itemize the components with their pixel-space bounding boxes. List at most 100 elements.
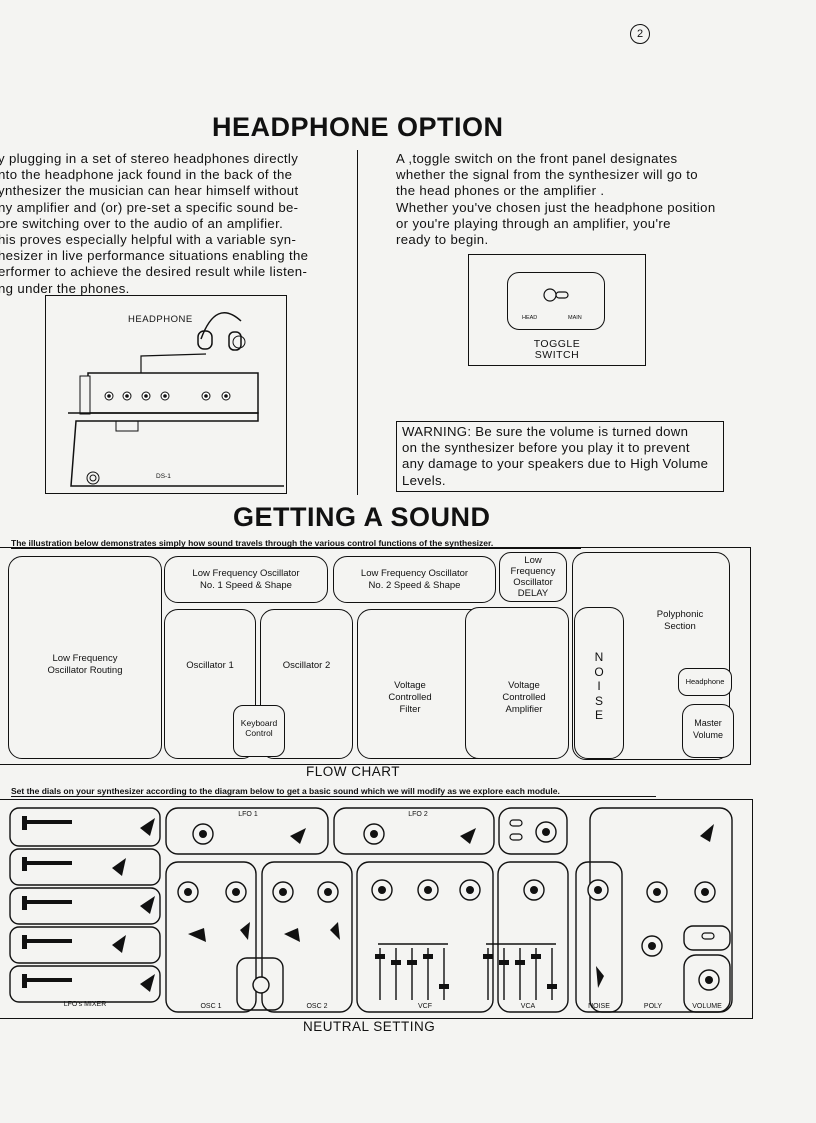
neutral-setting-title: NEUTRAL SETTING bbox=[303, 1019, 436, 1034]
oscillator-2-label: Oscillator 2 bbox=[282, 660, 331, 671]
noise-label: N O I S E bbox=[575, 650, 623, 723]
lfo1-panel-label: LFO 1 bbox=[238, 811, 258, 818]
warning-line: any damage to your speakers due to High … bbox=[402, 456, 709, 472]
vca-box: Voltage Controlled Amplifier bbox=[465, 607, 569, 759]
text-line: whether the signal from the synthesizer … bbox=[396, 167, 698, 183]
toggle-caption: TOGGLE SWITCH bbox=[469, 339, 645, 361]
text-line: his proves especially helpful with a var… bbox=[0, 232, 297, 248]
lfo1-box: Low Frequency Oscillator No. 1 Speed & S… bbox=[164, 556, 328, 603]
vca-panel-label: VCA bbox=[520, 1003, 536, 1010]
text-line: nto the headphone jack found in the back… bbox=[0, 167, 293, 183]
master-volume-box: Master Volume bbox=[682, 704, 734, 758]
label-line: Keyboard bbox=[240, 718, 278, 728]
label-line: Polyphonic bbox=[656, 609, 704, 620]
headphone-right-text: A ,toggle switch on the front panel desi… bbox=[396, 151, 716, 248]
lfo-delay-box: Low Frequency Oscillator DELAY bbox=[499, 552, 567, 602]
headphone-label: HEADPHONE bbox=[128, 314, 193, 325]
warning-line: WARNING: Be sure the volume is turned do… bbox=[402, 424, 689, 439]
warning-line: Levels. bbox=[402, 472, 446, 488]
lfo-routing-label: Low Frequency Oscillator Routing bbox=[9, 653, 161, 677]
label-line: Control bbox=[245, 728, 273, 738]
headphone-illustration: HEADPHONE DS-1 bbox=[45, 295, 287, 494]
headphone-box-label: Headphone bbox=[685, 677, 725, 686]
text-line: ynthesizer the musician can hear himself… bbox=[0, 183, 299, 199]
label-line: Voltage bbox=[508, 680, 540, 691]
toggle-caption-line: TOGGLE bbox=[533, 338, 581, 350]
label-line: Voltage bbox=[394, 680, 426, 691]
noise-letter: E bbox=[594, 708, 603, 722]
label-line: Controlled bbox=[388, 692, 432, 703]
toggle-head-label: HEAD bbox=[522, 315, 538, 321]
label-line: Volume bbox=[692, 730, 724, 740]
label-line: No. 1 Speed & Shape bbox=[200, 580, 292, 591]
toggle-switch-icon bbox=[543, 288, 569, 302]
noise-letter: N bbox=[594, 650, 604, 664]
lfo-delay-label: Low Frequency Oscillator DELAY bbox=[500, 555, 566, 599]
lfo2-label: Low Frequency Oscillator No. 2 Speed & S… bbox=[334, 568, 495, 592]
page-number: 2 bbox=[630, 24, 650, 44]
text-line: ready to begin. bbox=[396, 232, 489, 248]
dials-intro: Set the dials on your synthesizer accord… bbox=[11, 786, 656, 797]
noise-box: N O I S E bbox=[574, 607, 624, 759]
neutral-setting-drawing bbox=[9, 807, 733, 1013]
label-line: Oscillator bbox=[513, 577, 553, 588]
headphone-left-text: y plugging in a set of stereo headphones… bbox=[0, 151, 308, 297]
flow-chart bbox=[0, 547, 751, 765]
text-line: erformer to achieve the desired result w… bbox=[0, 264, 308, 280]
neutral-setting-panel bbox=[0, 799, 753, 1019]
toggle-main-label: MAIN bbox=[568, 315, 582, 321]
toggle-caption-line: SWITCH bbox=[534, 349, 580, 361]
volume-panel-label: VOLUME bbox=[692, 1003, 722, 1010]
vca-label: Voltage Controlled Amplifier bbox=[480, 680, 568, 716]
lfo2-panel-label: LFO 2 bbox=[408, 811, 428, 818]
keyboard-control-box: Keyboard Control bbox=[233, 705, 285, 757]
label-line: Low Frequency bbox=[52, 653, 118, 664]
headphone-title: HEADPHONE OPTION bbox=[212, 112, 504, 142]
text-line: ore switching over to the audio of an am… bbox=[0, 215, 284, 231]
noise-letter: S bbox=[594, 693, 603, 708]
noise-letter: I bbox=[597, 679, 601, 693]
label-line: Controlled bbox=[502, 692, 546, 703]
model-label: DS-1 bbox=[156, 473, 171, 480]
synth-headphone-drawing bbox=[68, 312, 284, 487]
osc2-panel-label: OSC 2 bbox=[306, 1003, 328, 1010]
warning-line: on the synthesizer before you play it to… bbox=[402, 440, 690, 456]
toggle-housing: HEAD MAIN bbox=[507, 272, 605, 330]
text-line: ny amplifier and (or) pre-set a specific… bbox=[0, 199, 299, 215]
noise-letter: O bbox=[594, 664, 604, 679]
mixer-label: LFO's MIXER bbox=[63, 1001, 107, 1008]
text-line: hesizer in live performance situations e… bbox=[0, 248, 309, 264]
text-line: y plugging in a set of stereo headphones… bbox=[0, 151, 299, 166]
text-line: Whether you've chosen just the headphone… bbox=[396, 199, 716, 215]
label-line: Amplifier bbox=[505, 704, 543, 715]
label-line: Section bbox=[664, 621, 696, 632]
flow-chart-title: FLOW CHART bbox=[306, 764, 401, 779]
polyphonic-label: Polyphonic Section bbox=[615, 609, 745, 633]
vcf-panel-label: VCF bbox=[418, 1003, 432, 1010]
label-line: Master bbox=[694, 718, 722, 728]
vcf-label: Voltage Controlled Filter bbox=[358, 680, 462, 716]
sound-intro: The illustration below demonstrates simp… bbox=[11, 538, 581, 549]
text-line: A ,toggle switch on the front panel desi… bbox=[396, 151, 678, 166]
headphone-box: Headphone bbox=[678, 668, 732, 696]
master-volume-label: Master Volume bbox=[683, 717, 733, 741]
noise-panel-label: NOISE bbox=[588, 1003, 610, 1010]
label-line: Oscillator Routing bbox=[47, 665, 123, 676]
label-line: Low Frequency Oscillator bbox=[360, 568, 469, 579]
text-line: the head phones or the amplifier . bbox=[396, 183, 605, 199]
lfo1-label: Low Frequency Oscillator No. 1 Speed & S… bbox=[165, 568, 327, 592]
osc1-panel-label: OSC 1 bbox=[200, 1003, 222, 1010]
text-line: ng under the phones. bbox=[0, 280, 130, 296]
toggle-switch-illustration: HEAD MAIN TOGGLE SWITCH bbox=[468, 254, 646, 366]
label-line: Low Frequency Oscillator bbox=[192, 568, 300, 579]
label-line: Frequency bbox=[510, 566, 556, 577]
label-line: Low bbox=[524, 555, 542, 566]
text-line: or you're playing through an amplifier, … bbox=[396, 215, 671, 231]
keyboard-control-label: Keyboard Control bbox=[234, 718, 284, 738]
label-line: No. 2 Speed & Shape bbox=[368, 580, 461, 591]
warning-box: WARNING: Be sure the volume is turned do… bbox=[396, 421, 724, 492]
label-line: DELAY bbox=[517, 588, 549, 599]
oscillator-1-label: Oscillator 1 bbox=[186, 660, 234, 671]
lfo2-box: Low Frequency Oscillator No. 2 Speed & S… bbox=[333, 556, 496, 603]
poly-panel-label: POLY bbox=[643, 1003, 663, 1010]
